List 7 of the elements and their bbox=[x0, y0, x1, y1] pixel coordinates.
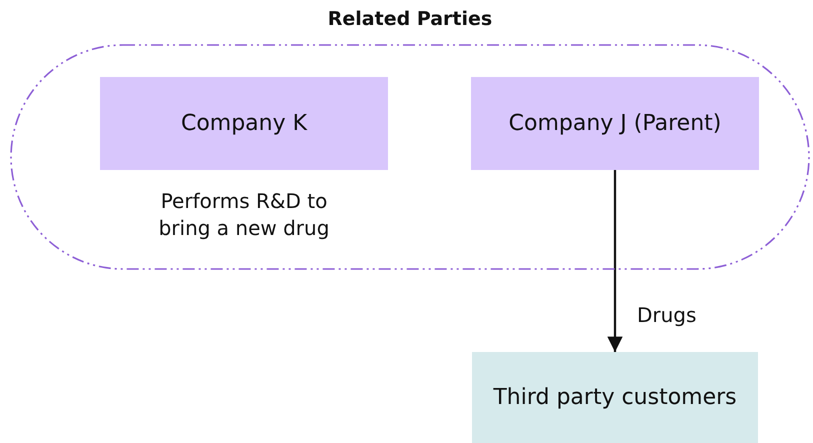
box-label: Company J (Parent) bbox=[508, 111, 722, 136]
entity-box bbox=[472, 352, 758, 443]
box-label: Third party customers bbox=[493, 385, 737, 410]
note-text: Performs R&D to bring a new drug bbox=[158, 188, 330, 242]
entity-box bbox=[471, 77, 759, 170]
group-title: Related Parties bbox=[326, 8, 494, 30]
box-label: Company K bbox=[180, 111, 308, 136]
